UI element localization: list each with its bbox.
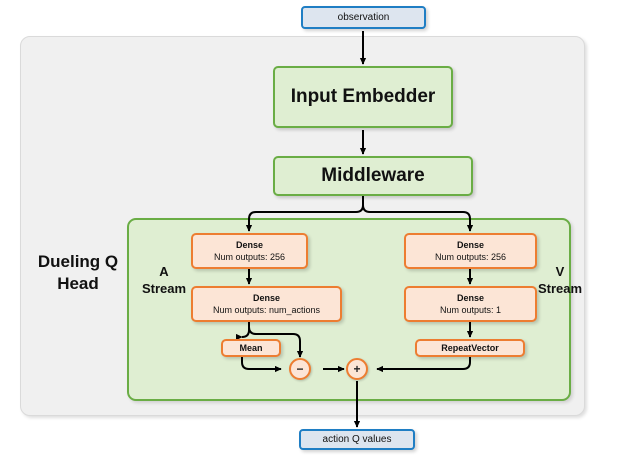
label-dueling-q-head-text: Dueling Q Head — [37, 252, 119, 293]
node-action-q-values-label: action Q values — [322, 434, 392, 445]
node-input-embedder-label: Input Embedder — [290, 86, 436, 107]
label-a-stream: A Stream — [138, 263, 190, 297]
node-observation-label: observation — [337, 12, 390, 23]
operator-add[interactable]: + — [346, 358, 368, 380]
node-repeat-vector-label: RepeatVector — [441, 343, 499, 353]
label-v-stream: V Stream — [534, 263, 586, 297]
node-a-dense-256-title: Dense — [235, 240, 263, 250]
node-mean[interactable]: Mean — [221, 339, 281, 357]
node-v-dense-1-title: Dense — [456, 293, 484, 303]
node-repeat-vector[interactable]: RepeatVector — [415, 339, 525, 357]
node-v-dense-256[interactable]: Dense Num outputs: 256 — [404, 233, 537, 269]
node-a-dense-256-sub: Num outputs: 256 — [213, 252, 286, 262]
node-action-q-values[interactable]: action Q values — [299, 429, 415, 450]
node-middleware-label: Middleware — [321, 165, 425, 186]
operator-subtract-symbol: − — [296, 362, 304, 376]
node-a-dense-256[interactable]: Dense Num outputs: 256 — [191, 233, 308, 269]
label-a-stream-line1: A — [159, 264, 169, 279]
label-a-stream-line2: Stream — [141, 281, 187, 296]
operator-subtract[interactable]: − — [289, 358, 311, 380]
label-v-stream-line2: Stream — [537, 281, 583, 296]
node-v-dense-256-sub: Num outputs: 256 — [434, 252, 507, 262]
label-v-stream-line1: V — [555, 264, 565, 279]
node-v-dense-1-sub: Num outputs: 1 — [439, 305, 502, 315]
node-v-dense-1[interactable]: Dense Num outputs: 1 — [404, 286, 537, 322]
node-a-dense-num-actions-sub: Num outputs: num_actions — [212, 305, 321, 315]
node-v-dense-256-title: Dense — [456, 240, 484, 250]
operator-add-symbol: + — [353, 362, 361, 376]
node-observation[interactable]: observation — [301, 6, 426, 29]
node-a-dense-num-actions-title: Dense — [252, 293, 280, 303]
label-dueling-q-head: Dueling Q Head — [28, 251, 128, 295]
node-input-embedder[interactable]: Input Embedder — [273, 66, 453, 128]
node-a-dense-num-actions[interactable]: Dense Num outputs: num_actions — [191, 286, 342, 322]
node-mean-label: Mean — [239, 343, 263, 353]
node-middleware[interactable]: Middleware — [273, 156, 473, 196]
